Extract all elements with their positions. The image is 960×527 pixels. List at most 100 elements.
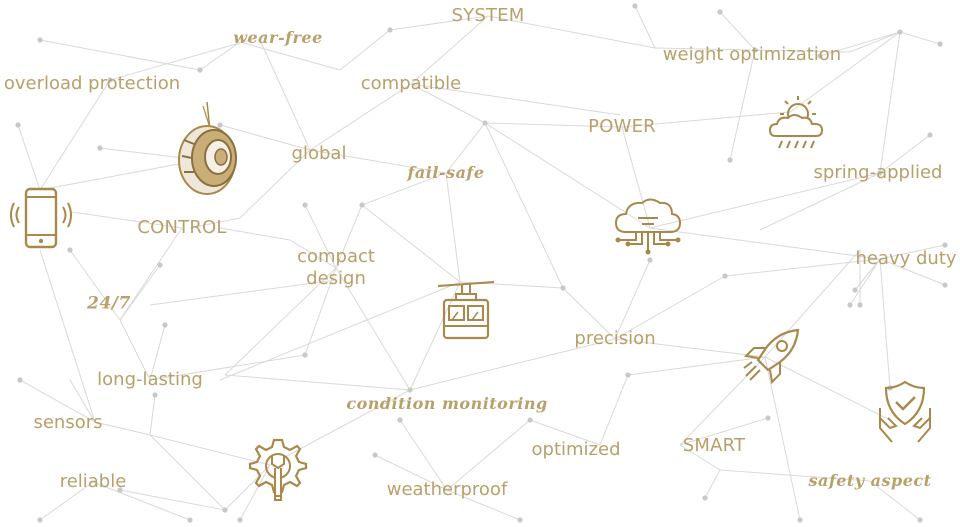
network-line bbox=[304, 267, 337, 356]
network-line bbox=[446, 419, 531, 491]
label-weight-optimization: weight optimization bbox=[662, 44, 842, 65]
network-line bbox=[854, 258, 881, 291]
network-node-dot bbox=[217, 122, 223, 128]
network-line bbox=[869, 480, 921, 521]
network-node-dot bbox=[817, 53, 823, 59]
cloud-circuit-icon bbox=[614, 198, 682, 255]
network-line bbox=[119, 319, 151, 381]
network-line bbox=[789, 31, 901, 113]
network-node-dot bbox=[157, 262, 163, 268]
network-line bbox=[289, 239, 337, 269]
label-power: POWER bbox=[588, 116, 656, 137]
network-line bbox=[189, 217, 241, 229]
network-line bbox=[309, 149, 447, 174]
network-node-dot bbox=[702, 495, 708, 501]
network-node-dot bbox=[852, 287, 858, 293]
network-line bbox=[724, 258, 881, 277]
shield-hands-icon bbox=[879, 380, 931, 443]
network-node-dot bbox=[187, 517, 193, 523]
network-line bbox=[224, 267, 337, 376]
network-line bbox=[879, 134, 931, 174]
network-line bbox=[39, 39, 201, 71]
label-sensors: sensors bbox=[33, 412, 103, 433]
network-node-dot bbox=[222, 507, 228, 513]
network-line bbox=[849, 258, 881, 306]
network-node-dot bbox=[877, 170, 883, 176]
network-line bbox=[119, 489, 226, 511]
network-node-dot bbox=[722, 273, 728, 279]
network-line bbox=[849, 31, 901, 53]
gear-wrench-icon bbox=[248, 438, 308, 501]
label-control: CONTROL bbox=[137, 217, 227, 238]
network-line bbox=[446, 489, 521, 521]
network-line bbox=[621, 111, 791, 128]
network-line bbox=[599, 374, 629, 446]
network-line bbox=[445, 122, 486, 174]
network-line bbox=[759, 172, 881, 231]
label-system: SYSTEM bbox=[451, 5, 525, 26]
smartphone-icon bbox=[10, 187, 72, 249]
network-node-dot bbox=[797, 517, 803, 523]
network-line bbox=[410, 83, 486, 124]
network-node-dot bbox=[387, 27, 393, 33]
network-line bbox=[410, 15, 489, 85]
network-node-dot bbox=[942, 282, 948, 288]
network-line bbox=[304, 204, 337, 269]
network-line bbox=[410, 83, 621, 116]
brake-icon bbox=[178, 101, 237, 195]
network-node-dot bbox=[302, 202, 308, 208]
network-line bbox=[719, 469, 871, 482]
network-line bbox=[149, 434, 226, 511]
network-line bbox=[729, 49, 756, 161]
network-line bbox=[92, 481, 191, 521]
label-optimized: optimized bbox=[531, 439, 621, 460]
network-line bbox=[219, 281, 461, 381]
label-fail-safe: fail-safe bbox=[407, 163, 485, 182]
network-line bbox=[239, 149, 311, 219]
network-line bbox=[764, 356, 801, 521]
network-node-dot bbox=[107, 77, 113, 83]
label-smart: SMART bbox=[682, 435, 746, 456]
network-line bbox=[39, 79, 111, 191]
network-node-dot bbox=[372, 452, 378, 458]
label-long-lasting: long-lasting bbox=[97, 369, 203, 390]
network-node-dot bbox=[927, 132, 933, 138]
network-node-dot bbox=[942, 242, 948, 248]
network-line bbox=[614, 259, 651, 340]
network-line bbox=[879, 258, 946, 286]
network-line bbox=[199, 41, 241, 71]
network-line bbox=[119, 264, 161, 321]
network-node-dot bbox=[560, 285, 566, 291]
network-line bbox=[679, 444, 721, 471]
network-line bbox=[445, 172, 461, 283]
network-line bbox=[614, 275, 726, 340]
network-line bbox=[19, 379, 96, 423]
network-line bbox=[621, 126, 651, 229]
weather-icon bbox=[768, 96, 824, 149]
network-line bbox=[309, 83, 412, 151]
label-reliable: reliable bbox=[59, 471, 127, 492]
network-line bbox=[361, 172, 447, 206]
label-precision: precision bbox=[574, 328, 656, 349]
network-node-dot bbox=[847, 302, 853, 308]
network-line bbox=[389, 15, 489, 31]
network-node-dot bbox=[857, 302, 863, 308]
network-line bbox=[819, 31, 901, 57]
network-node-dot bbox=[117, 487, 123, 493]
network-node-dot bbox=[727, 157, 733, 163]
network-line bbox=[614, 338, 766, 358]
network-node-dot bbox=[517, 517, 523, 523]
network-line bbox=[149, 324, 166, 381]
network-node-dot bbox=[625, 372, 631, 378]
network-node-dot bbox=[717, 9, 723, 15]
network-node-dot bbox=[917, 517, 923, 523]
network-line bbox=[879, 258, 891, 389]
label-weatherproof: weatherproof bbox=[386, 479, 508, 500]
label-condition-monitoring: condition monitoring bbox=[346, 394, 548, 413]
network-node-dot bbox=[152, 392, 158, 398]
network-node-dot bbox=[765, 415, 771, 421]
network-line bbox=[335, 267, 411, 391]
network-line bbox=[69, 249, 121, 321]
